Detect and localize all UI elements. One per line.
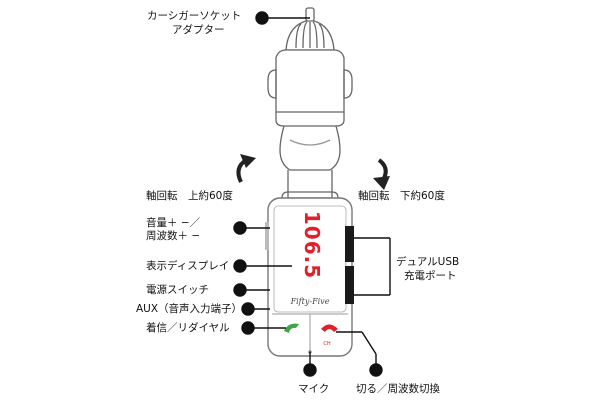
power-label: 電源スイッチ <box>146 284 209 296</box>
transmitter-body <box>265 197 354 357</box>
rotate-down-label: 軸回転 下約60度 <box>358 190 445 202</box>
phone-red-icon <box>321 324 338 332</box>
callout-dot-socket <box>255 11 269 25</box>
usb-port-1 <box>345 226 354 262</box>
hangup-button[interactable]: CH <box>321 324 338 348</box>
call-button[interactable] <box>284 323 299 333</box>
socket-label-line1: カーシガーソケット <box>147 10 242 22</box>
call-label: 着信／リダイヤル <box>146 322 230 334</box>
usb-port-2 <box>345 266 354 304</box>
volume-label-line1: 音量＋ −／ <box>146 217 201 229</box>
callout-dot-volume <box>233 221 247 235</box>
hangup-label: 切る／周波数切換 <box>356 383 440 395</box>
brand-logo: Fifty-Five <box>290 297 330 306</box>
socket-label-line2: アダプター <box>172 24 225 36</box>
aux-label: AUX（音声入力端子） <box>136 303 243 315</box>
phone-green-icon <box>284 323 299 333</box>
ch-label: CH <box>323 341 330 347</box>
callout-dot-power <box>233 283 247 297</box>
rotate-up-arrow-icon <box>236 154 256 183</box>
display-label: 表示ディスプレイ <box>146 260 230 272</box>
callout-dot-call <box>241 321 255 335</box>
mic-label: マイク <box>298 383 330 395</box>
volume-label-line2: 周波数＋ − <box>146 230 201 242</box>
callout-dot-hangup <box>369 363 383 377</box>
callout-dot-mic <box>303 363 317 377</box>
usb-label-line1: デュアルUSB <box>396 256 460 268</box>
cigarette-adapter <box>267 7 353 199</box>
frequency-display: 106.5 <box>300 211 324 279</box>
usb-label-line2: 充電ポート <box>404 270 457 282</box>
callout-dot-aux <box>241 302 255 316</box>
rotate-up-label: 軸回転 上約60度 <box>146 190 233 202</box>
rotate-down-arrow-icon <box>373 158 390 190</box>
callout-dot-display <box>233 259 247 273</box>
